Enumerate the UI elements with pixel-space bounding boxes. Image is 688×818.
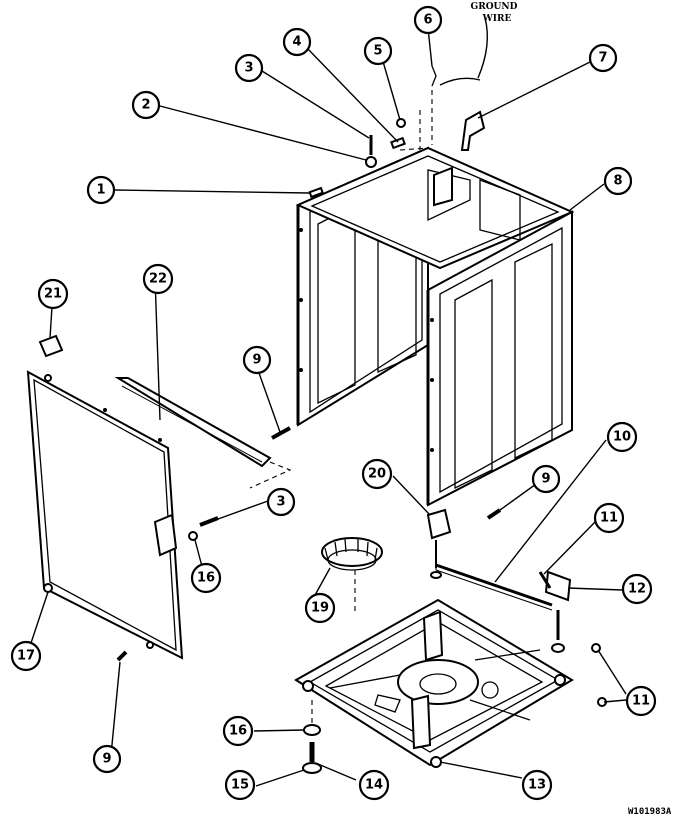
callout-10-label: 10 [613, 430, 631, 445]
part-4-clip [390, 136, 406, 150]
part-2-nut [365, 156, 377, 168]
part-19-ring [321, 537, 383, 571]
top-hardware [308, 65, 486, 207]
callout-9a: 9 [242, 345, 272, 375]
callout-4-label: 4 [292, 35, 301, 50]
ground-wire [439, 77, 481, 86]
part-7-bracket [460, 110, 486, 151]
callout-22-label: 22 [149, 272, 167, 287]
callout-11b: 11 [625, 685, 657, 717]
callout-3b: 3 [266, 487, 296, 517]
callout-14: 14 [358, 769, 390, 801]
callout-9b: 9 [531, 464, 561, 494]
callout-20-label: 20 [368, 467, 386, 482]
callout-16b: 16 [222, 715, 254, 747]
callout-1: 1 [86, 175, 116, 205]
part-9-screw-c [116, 650, 128, 662]
callout-2: 2 [131, 90, 161, 120]
ground-wire-label-line1: GROUND [471, 2, 518, 12]
callout-16b-label: 16 [229, 724, 247, 739]
part-9-screw-a [271, 426, 291, 440]
part-11-screw-a [538, 571, 552, 589]
part-16-washer-a [188, 531, 198, 541]
callout-9c-label: 9 [102, 752, 111, 767]
callout-12-label: 12 [628, 582, 646, 597]
callout-2-label: 2 [141, 98, 150, 113]
drawing-reference-code: W101983A [628, 807, 672, 817]
callout-20: 20 [361, 458, 393, 490]
cabinet [295, 146, 575, 507]
callout-6: 6 [413, 5, 443, 35]
callout-15: 15 [224, 769, 256, 801]
callout-8: 8 [603, 166, 633, 196]
part-21-clip [38, 334, 64, 358]
base-post-b [410, 694, 432, 750]
callout-9c: 9 [92, 744, 122, 774]
callout-13: 13 [521, 769, 553, 801]
callout-19-label: 19 [311, 601, 329, 616]
part-3-screw-b [199, 516, 219, 527]
callout-3b-label: 3 [276, 495, 285, 510]
base-post-a [422, 610, 444, 662]
callout-6-label: 6 [423, 13, 432, 28]
callout-4: 4 [282, 27, 312, 57]
callout-3a-label: 3 [244, 61, 253, 76]
callout-21-label: 21 [44, 287, 62, 302]
part-1-clip [308, 186, 324, 199]
callout-5-label: 5 [373, 44, 382, 59]
callout-1-label: 1 [96, 183, 105, 198]
part-9-screw-b [486, 508, 502, 520]
callout-11a: 11 [593, 502, 625, 534]
callout-5: 5 [363, 36, 393, 66]
base-hub [397, 659, 479, 705]
part-6-screw [431, 65, 437, 87]
callout-7: 7 [588, 43, 618, 73]
callout-7-label: 7 [598, 51, 607, 66]
part-15-foot [302, 762, 322, 774]
base-frame [294, 598, 574, 768]
callout-3a: 3 [234, 53, 264, 83]
part-20-bracket [426, 508, 452, 540]
callout-21: 21 [37, 278, 69, 310]
front-panel-hinge [153, 513, 178, 557]
callout-16a-label: 16 [197, 571, 215, 586]
part-5-screw [396, 118, 406, 128]
callout-11a-label: 11 [600, 511, 618, 526]
callout-16a: 16 [190, 562, 222, 594]
callout-14-label: 14 [365, 778, 383, 793]
callout-11b-label: 11 [632, 694, 650, 709]
part-22-rail [114, 377, 272, 468]
front-panel [26, 370, 184, 660]
callout-19: 19 [304, 592, 336, 624]
callout-17-label: 17 [17, 649, 35, 664]
leader-lines [27, 27, 627, 787]
callout-9a-label: 9 [252, 353, 261, 368]
callout-8-label: 8 [613, 174, 622, 189]
callout-15-label: 15 [231, 778, 249, 793]
callout-10: 10 [606, 421, 638, 453]
callout-17: 17 [10, 640, 42, 672]
front-panel-body [26, 370, 184, 660]
callout-9b-label: 9 [541, 472, 550, 487]
part-10-rod [435, 563, 553, 611]
part-16-nut-b [303, 724, 321, 736]
ground-wire-label-line2: WIRE [482, 14, 512, 24]
callout-13-label: 13 [528, 778, 546, 793]
cabinet-hook-bracket [433, 166, 453, 207]
callout-22: 22 [142, 263, 174, 295]
callout-12: 12 [621, 573, 653, 605]
